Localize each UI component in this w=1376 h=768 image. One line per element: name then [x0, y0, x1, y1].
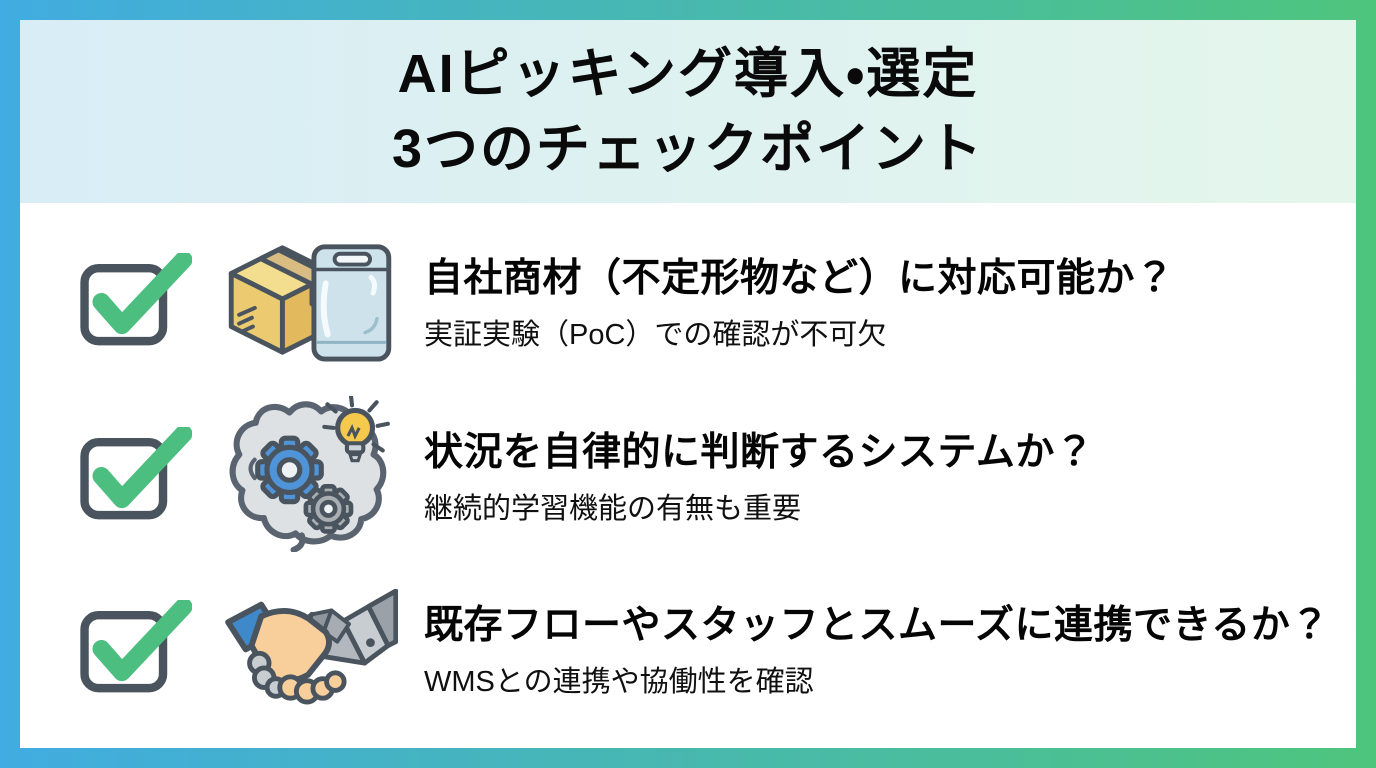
- human-robot-handshake-icon: [225, 588, 398, 705]
- checkpoint-list: 自社商材（不定形物など）に対応可能か？ 実証実験（PoC）での確認が不可欠: [20, 203, 1356, 748]
- header-banner: AIピッキング導入・選定 3つのチェックポイント: [20, 20, 1356, 203]
- checkbox-checked-icon: [80, 600, 192, 693]
- checkpoint-subtext: WMSとの連携や協働性を確認: [424, 666, 814, 699]
- package-and-bag-icon: [228, 244, 392, 362]
- package-and-bag-icon: [220, 236, 400, 364]
- ai-brain-gears-bulb-icon: [229, 395, 390, 552]
- checkpoint-text-3: 既存フローやスタッフとスムーズに連携できるか？ WMSとの連携や協働性を確認: [424, 594, 1330, 700]
- page-title-line-2: 3つのチェックポイント: [391, 118, 985, 179]
- checkpoint-row-1: 自社商材（不定形物など）に対応可能か？ 実証実験（PoC）での確認が不可欠: [20, 213, 1356, 387]
- checkbox-checked-icon: [78, 426, 192, 521]
- checkpoint-subtext: 継続的学習機能の有無も重要: [424, 492, 802, 525]
- checkpoint-subtext: 実証実験（PoC）での確認が不可欠: [424, 318, 887, 351]
- checkbox-checked-icon: [78, 252, 192, 347]
- page-title-line-1: AIピッキング導入・選定: [397, 43, 979, 104]
- checkbox-checked-icon: [80, 426, 192, 519]
- infographic-body: AIピッキング導入・選定 3つのチェックポイント: [20, 20, 1356, 748]
- checkpoint-headline: 自社商材（不定形物など）に対応可能か？: [424, 256, 1175, 300]
- checkpoint-text-1: 自社商材（不定形物など）に対応可能か？ 実証実験（PoC）での確認が不可欠: [424, 247, 1175, 353]
- checkbox-checked-icon: [78, 600, 192, 694]
- ai-brain-gears-bulb-icon: [220, 395, 400, 552]
- checkpoint-headline: 状況を自律的に判断するシステムか？: [424, 430, 1095, 474]
- checkpoint-headline: 既存フローやスタッフとスムーズに連携できるか？: [424, 604, 1330, 648]
- checkpoint-text-2: 状況を自律的に判断するシステムか？ 継続的学習機能の有無も重要: [424, 421, 1094, 527]
- checkpoint-row-2: 状況を自律的に判断するシステムか？ 継続的学習機能の有無も重要: [20, 387, 1356, 561]
- checkpoint-row-3: 既存フローやスタッフとスムーズに連携できるか？ WMSとの連携や協働性を確認: [20, 560, 1356, 734]
- human-robot-handshake-icon: [220, 588, 400, 706]
- checkbox-checked-icon: [80, 252, 192, 346]
